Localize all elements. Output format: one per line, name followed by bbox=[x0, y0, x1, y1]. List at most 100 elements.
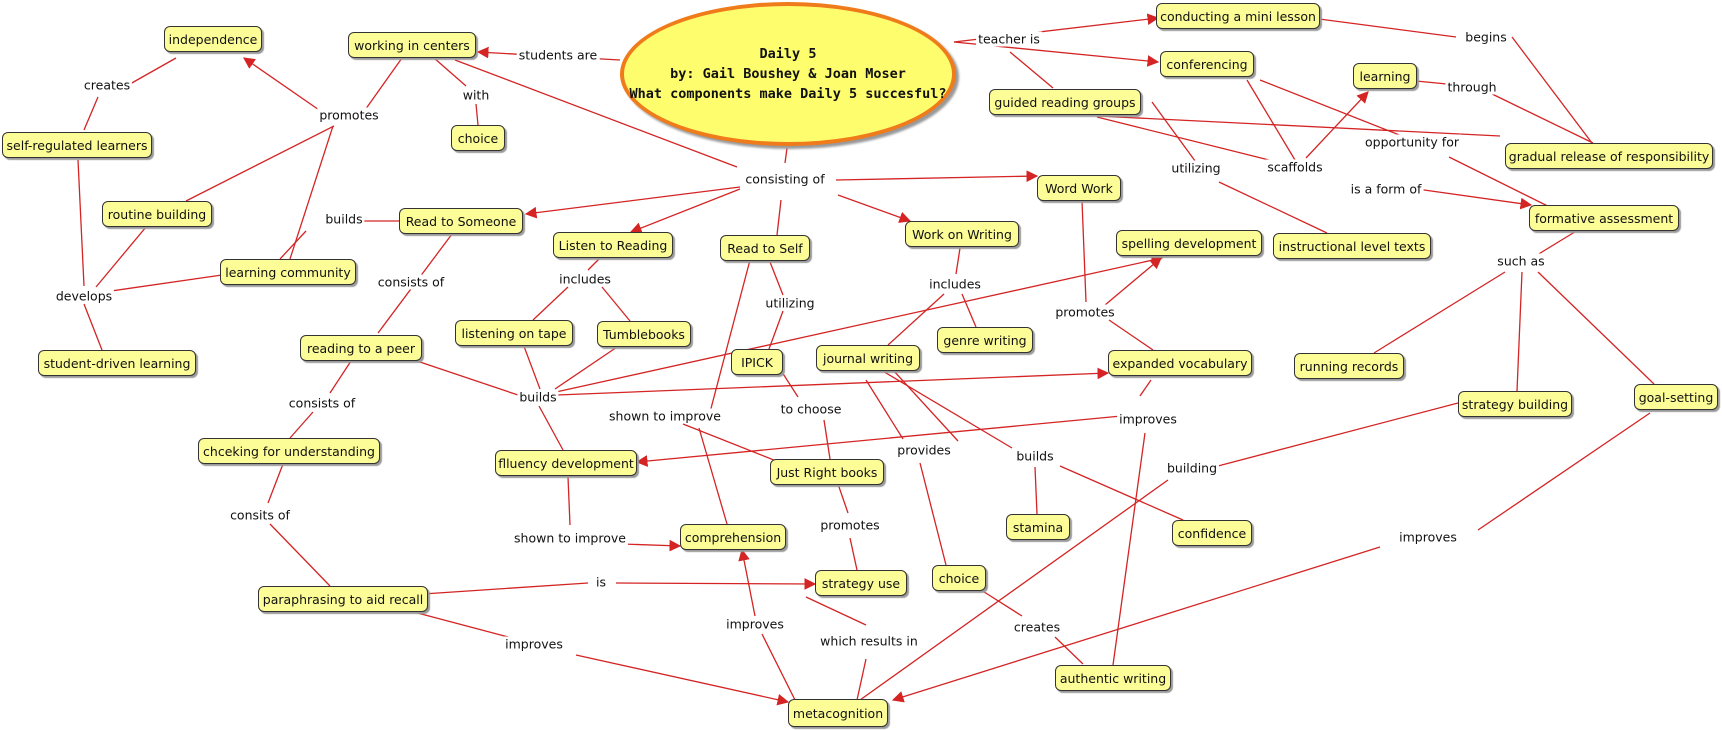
node-choice-bottom[interactable]: choice bbox=[932, 565, 986, 591]
connector-line bbox=[1054, 636, 1084, 665]
connector-line bbox=[621, 539, 682, 552]
connector-line bbox=[413, 359, 519, 396]
node-listening-on-tape[interactable]: listening on tape bbox=[455, 320, 573, 346]
connector-line bbox=[1097, 115, 1501, 137]
label-opportunity-for: opportunity for bbox=[1363, 134, 1461, 150]
node-fluency-development[interactable]: flluency development bbox=[495, 450, 637, 476]
node-running-records[interactable]: running records bbox=[1294, 353, 1404, 379]
label-provides: provides bbox=[895, 442, 953, 458]
node-independence[interactable]: independence bbox=[164, 26, 262, 52]
connector-line bbox=[83, 303, 103, 351]
node-read-to-self[interactable]: Read to Self bbox=[720, 235, 810, 261]
label-improves-far-right: improves bbox=[1397, 529, 1459, 545]
node-choice-top[interactable]: choice bbox=[451, 125, 505, 151]
connector-line bbox=[1081, 200, 1087, 303]
connector-line bbox=[554, 344, 621, 390]
label-consists-of-1: consists of bbox=[375, 274, 447, 290]
connector-line bbox=[422, 582, 589, 595]
node-listen-to-reading[interactable]: Listen to Reading bbox=[553, 232, 673, 258]
node-word-work[interactable]: Word Work bbox=[1037, 175, 1121, 201]
node-work-on-writing[interactable]: Work on Writing bbox=[905, 221, 1019, 247]
node-just-right-books[interactable]: Just Right books bbox=[770, 459, 884, 485]
connector-line bbox=[761, 633, 796, 701]
connector-line bbox=[865, 379, 904, 440]
node-read-to-someone[interactable]: Read to Someone bbox=[399, 208, 523, 234]
connector-line bbox=[1108, 319, 1154, 351]
node-tumblebooks[interactable]: Tumblebooks bbox=[597, 321, 691, 347]
node-reading-to-a-peer[interactable]: reading to a peer bbox=[300, 335, 422, 361]
node-guided-reading-groups[interactable]: guided reading groups bbox=[989, 89, 1141, 115]
central-topic[interactable]: Daily 5 by: Gail Boushey & Joan Moser Wh… bbox=[620, 2, 956, 146]
connector-line bbox=[269, 523, 331, 587]
connector-line bbox=[784, 147, 788, 164]
node-formative-assessment[interactable]: formative assessment bbox=[1529, 205, 1679, 231]
node-strategy-building[interactable]: strategy building bbox=[1458, 391, 1572, 417]
node-conducting-mini-lesson[interactable]: conducting a mini lesson bbox=[1156, 3, 1320, 29]
connector-line bbox=[433, 57, 467, 87]
node-student-driven-learning[interactable]: student-driven learning bbox=[38, 350, 196, 376]
connector-line bbox=[1516, 271, 1523, 392]
connector-line bbox=[835, 170, 1039, 183]
label-building: building bbox=[1164, 460, 1220, 476]
node-authentic-writing[interactable]: authentic writing bbox=[1055, 665, 1171, 691]
connector-line bbox=[856, 658, 867, 701]
node-learning[interactable]: learning bbox=[1353, 63, 1417, 89]
node-journal-writing[interactable]: journal writing bbox=[816, 345, 920, 371]
label-creates-top: creates bbox=[81, 77, 133, 93]
node-strategy-use[interactable]: strategy use bbox=[815, 570, 907, 596]
label-creates-bottom: creates bbox=[1011, 619, 1063, 635]
node-instructional-level-texts[interactable]: instructional level texts bbox=[1273, 233, 1431, 259]
connector-line bbox=[555, 254, 1164, 393]
node-paraphrasing-to-aid-recall[interactable]: paraphrasing to aid recall bbox=[258, 586, 428, 612]
label-consits-of: consits of bbox=[228, 507, 292, 523]
node-genre-writing[interactable]: genre writing bbox=[937, 327, 1033, 353]
label-promotes-bottom: promotes bbox=[818, 517, 882, 533]
connector-line bbox=[289, 125, 334, 260]
connector-line bbox=[1537, 271, 1655, 385]
connector-line bbox=[1477, 412, 1651, 531]
connector-line bbox=[1487, 91, 1594, 144]
node-working-in-centers[interactable]: working in centers bbox=[348, 32, 476, 58]
center-authors: by: Gail Boushey & Joan Moser bbox=[670, 66, 906, 82]
node-gradual-release[interactable]: gradual release of responsibility bbox=[1505, 143, 1713, 169]
connector-line bbox=[1112, 432, 1146, 666]
connector-line bbox=[575, 654, 790, 706]
label-scaffolds: scaffolds bbox=[1265, 159, 1325, 175]
label-students-are: students are bbox=[516, 47, 600, 63]
node-conferencing[interactable]: conferencing bbox=[1160, 51, 1254, 77]
node-confidence[interactable]: confidence bbox=[1172, 520, 1252, 546]
node-comprehension[interactable]: comprehension bbox=[680, 524, 786, 550]
node-self-regulated-learners[interactable]: self-regulated learners bbox=[2, 132, 152, 158]
connector-line bbox=[776, 199, 782, 236]
connector-line bbox=[1218, 181, 1328, 234]
label-builds-center: builds bbox=[517, 389, 559, 405]
node-routine-building[interactable]: routine building bbox=[102, 201, 212, 227]
label-includes-writing: includes bbox=[927, 276, 983, 292]
label-includes-listen: includes bbox=[557, 271, 613, 287]
node-checking-for-understanding[interactable]: chceking for understanding bbox=[198, 438, 380, 464]
node-spelling-development[interactable]: spelling development bbox=[1116, 230, 1262, 256]
label-consisting-of: consisting of bbox=[743, 171, 827, 187]
connector-line bbox=[961, 293, 977, 328]
connector-line bbox=[635, 414, 1133, 467]
center-title: Daily 5 bbox=[759, 46, 817, 62]
label-shown-to-improve-2: shown to improve bbox=[512, 530, 628, 546]
connector-line bbox=[587, 257, 601, 271]
node-learning-community[interactable]: learning community bbox=[220, 259, 356, 285]
node-ipick[interactable]: IPICK bbox=[731, 349, 783, 375]
connector-line bbox=[805, 596, 867, 626]
connector-line bbox=[538, 405, 564, 451]
connector-line bbox=[892, 369, 959, 442]
connector-line bbox=[779, 368, 799, 398]
label-to-choose: to choose bbox=[778, 401, 844, 417]
label-which-results-in: which results in bbox=[818, 633, 920, 649]
node-goal-setting[interactable]: goal-setting bbox=[1634, 384, 1718, 410]
connector-line bbox=[521, 340, 541, 390]
node-metacognition[interactable]: metacognition bbox=[788, 699, 888, 727]
connector-line bbox=[1034, 466, 1038, 515]
node-stamina[interactable]: stamina bbox=[1006, 514, 1070, 540]
node-expanded-vocabulary[interactable]: expanded vocabulary bbox=[1108, 350, 1252, 376]
connector-line bbox=[1416, 188, 1533, 210]
connector-line bbox=[1305, 91, 1369, 159]
